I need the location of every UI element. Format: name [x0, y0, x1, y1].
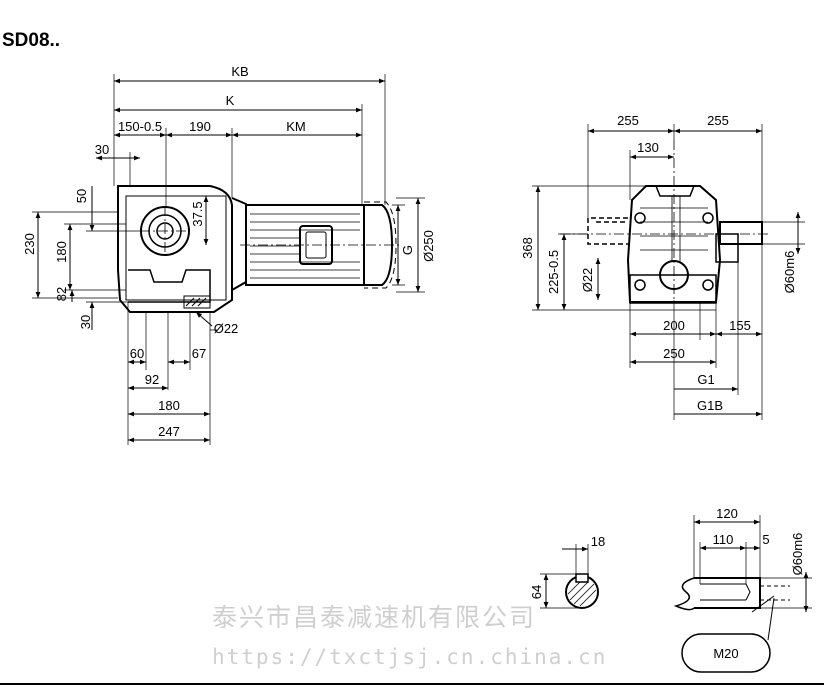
- side-view-labels: KB K 150-0.5 190 KM 30 50 37.5 230 180 8…: [22, 64, 436, 439]
- label-120: 120: [716, 506, 738, 521]
- gear-housing: [117, 185, 233, 313]
- label-155: 155: [729, 318, 751, 333]
- label-190: 190: [189, 119, 211, 134]
- watermark-url: https://txctjsj.cn.china.cn: [212, 645, 608, 669]
- motor-adapter: [231, 197, 247, 291]
- front-centerline: [560, 140, 770, 300]
- keyway-labels: 18 64: [529, 534, 605, 599]
- shaft-body: [694, 577, 761, 609]
- label-250-front: 250: [663, 346, 685, 361]
- label-150: 150-0.5: [118, 119, 162, 134]
- front-base: [629, 274, 717, 304]
- label-22: Ø22: [214, 321, 239, 336]
- shaft-break: [673, 577, 695, 611]
- label-30-top: 30: [95, 142, 109, 157]
- front-shaft-dashed: [587, 217, 628, 245]
- model-title: SD08..: [2, 30, 61, 51]
- thread-callout: [681, 633, 771, 673]
- label-130: 130: [637, 140, 659, 155]
- mount-hole-hatch: [183, 295, 211, 309]
- shaft-keyway-line: [700, 583, 751, 601]
- keyway-slot: [575, 573, 589, 583]
- front-bolt-tl: [634, 212, 646, 224]
- front-bolt-bl: [634, 279, 646, 291]
- label-M20: M20: [713, 646, 738, 661]
- label-110: 110: [713, 532, 734, 547]
- label-92: 92: [145, 372, 159, 387]
- label-67: 67: [192, 346, 206, 361]
- shaft-detail: [673, 515, 812, 673]
- label-250-dia: Ø250: [421, 230, 436, 262]
- keyway-hatch: [567, 579, 597, 607]
- front-view: [532, 124, 805, 420]
- label-230: 230: [22, 233, 37, 255]
- label-225: 225-0.5: [546, 250, 561, 294]
- label-200: 200: [663, 318, 685, 333]
- shaft-labels: 120 110 5 Ø60m6 M20: [713, 506, 805, 661]
- thread-leader: [751, 595, 775, 641]
- front-output-shaft: [719, 221, 763, 245]
- label-82: 82: [54, 287, 69, 301]
- side-centerline: [140, 206, 400, 256]
- watermark-company: 泰兴市昌泰减速机有限公司: [212, 603, 537, 632]
- label-18: 18: [591, 534, 605, 549]
- side-view: [32, 74, 425, 445]
- fan-cover-dashed: [364, 201, 397, 289]
- label-G1B: G1B: [697, 398, 723, 413]
- front-bolt-tr: [702, 212, 714, 224]
- label-KB: KB: [231, 64, 248, 79]
- label-180-v: 180: [54, 241, 69, 263]
- label-G: G: [400, 245, 415, 255]
- label-368: 368: [520, 237, 535, 259]
- label-60m6-shaft: Ø60m6: [790, 533, 805, 576]
- front-bolt-br: [702, 279, 714, 291]
- housing-foot: [128, 269, 211, 303]
- front-view-labels: 255 255 130 368 225-0.5 Ø22 Ø60m6 200 15…: [520, 113, 797, 413]
- label-180-h: 180: [158, 398, 180, 413]
- label-50: 50: [74, 189, 89, 203]
- motor-fins: [250, 213, 360, 279]
- label-22-front: Ø22: [580, 268, 595, 293]
- label-64: 64: [529, 585, 544, 599]
- label-K: K: [226, 93, 235, 108]
- shaft-thread: [760, 585, 790, 601]
- label-247: 247: [158, 424, 180, 439]
- label-37-5: 37.5: [190, 201, 205, 226]
- keyway-detail: [540, 544, 599, 609]
- label-KM: KM: [286, 119, 306, 134]
- label-255-right: 255: [707, 113, 729, 128]
- label-255-left: 255: [617, 113, 639, 128]
- housing-inner-panel: [125, 195, 227, 301]
- label-60m6-front: Ø60m6: [782, 251, 797, 294]
- dim-leader-22: [195, 311, 213, 327]
- label-30-bot: 30: [78, 315, 93, 329]
- label-60: 60: [130, 346, 144, 361]
- label-G1: G1: [697, 372, 714, 387]
- label-5: 5: [762, 532, 769, 547]
- front-housing-top: [655, 185, 695, 197]
